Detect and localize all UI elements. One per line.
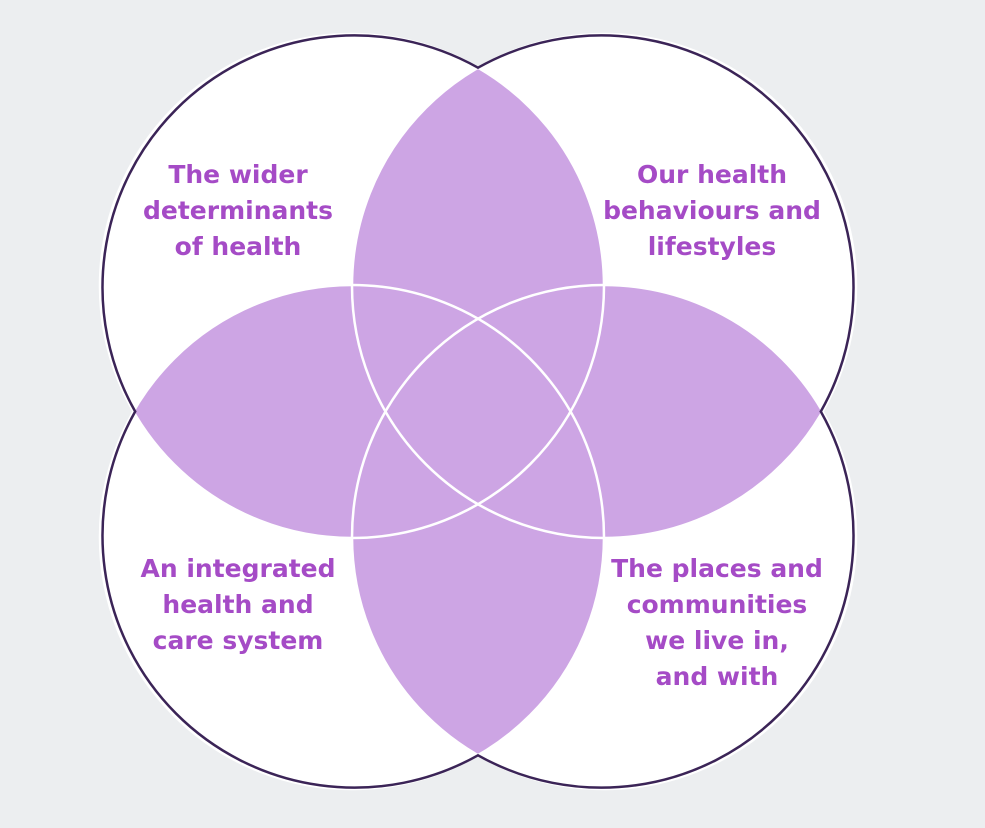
inner-boundary-lines: [98, 32, 858, 791]
label-wider-determinants: The wider determinants of health: [142, 160, 333, 261]
label-integrated-care: An integrated health and care system: [140, 554, 336, 655]
overlap-bottom: [352, 285, 604, 789]
label-health-behaviours: Our health behaviours and lifestyles: [603, 160, 821, 261]
label-places-communities: The places and communities we live in, a…: [611, 554, 823, 691]
venn-outline: [101, 34, 855, 789]
